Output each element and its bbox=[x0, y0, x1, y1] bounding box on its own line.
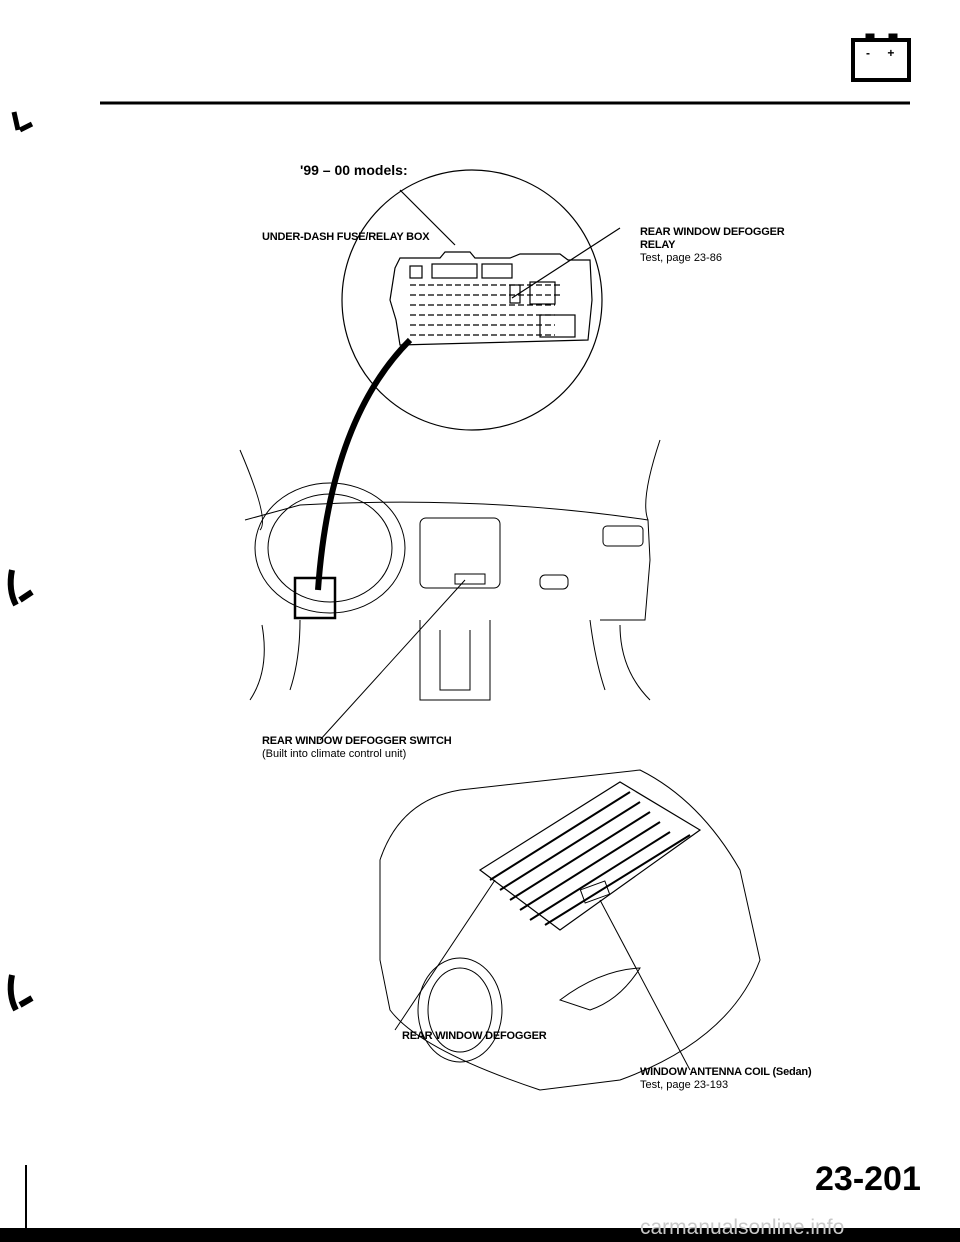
binder-mark bbox=[11, 111, 34, 133]
battery-plus: + bbox=[887, 46, 895, 60]
binder-mark bbox=[7, 974, 34, 1012]
battery-icon bbox=[851, 33, 911, 82]
relay-title-2: RELAY bbox=[640, 239, 676, 251]
binder-mark bbox=[7, 569, 34, 607]
label-fuse-box: UNDER-DASH FUSE/RELAY BOX bbox=[262, 231, 430, 243]
label-defogger: REAR WINDOW DEFOGGER bbox=[402, 1030, 547, 1042]
watermark: carmanualsonline.info bbox=[640, 1216, 845, 1239]
battery-minus: - bbox=[866, 46, 870, 60]
dashboard-drawing bbox=[239, 439, 661, 741]
car-rear-drawing bbox=[379, 769, 761, 1091]
section-heading: '99 – 00 models: bbox=[300, 162, 408, 178]
label-antenna: WINDOW ANTENNA COIL (Sedan) Test, page 2… bbox=[640, 1066, 812, 1092]
fuse-box-detail bbox=[315, 169, 621, 591]
relay-test-ref: Test, page 23-86 bbox=[640, 252, 722, 264]
footer-bar bbox=[0, 1228, 960, 1242]
switch-title: REAR WINDOW DEFOGGER SWITCH bbox=[262, 735, 452, 747]
antenna-test-ref: Test, page 23-193 bbox=[640, 1079, 729, 1091]
antenna-title: WINDOW ANTENNA COIL (Sedan) bbox=[640, 1066, 812, 1078]
relay-title-1: REAR WINDOW DEFOGGER bbox=[640, 226, 785, 238]
label-switch: REAR WINDOW DEFOGGER SWITCH (Built into … bbox=[262, 735, 452, 761]
switch-note: (Built into climate control unit) bbox=[262, 748, 407, 760]
page-number: 23-201 bbox=[815, 1160, 921, 1198]
battery-label: - + bbox=[866, 46, 894, 60]
label-relay: REAR WINDOW DEFOGGER RELAY Test, page 23… bbox=[640, 226, 785, 265]
